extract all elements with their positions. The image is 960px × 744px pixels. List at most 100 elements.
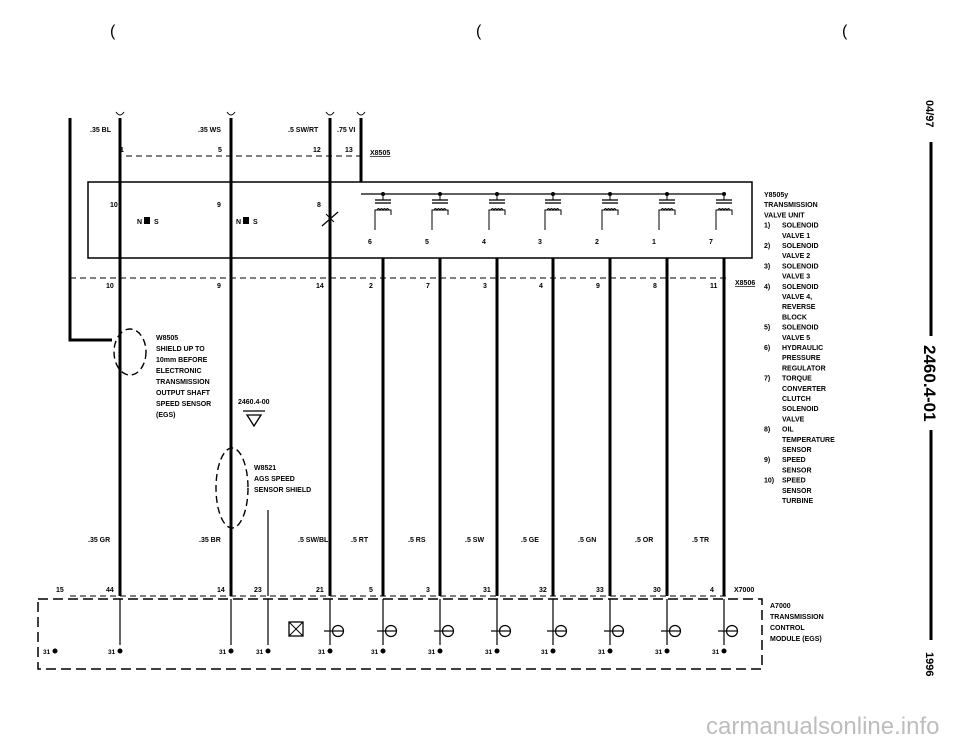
legend-title-line: VALVE UNIT (764, 212, 805, 219)
bottom-pin-label: 30 (653, 587, 661, 594)
bottom-wire-labels: .35 GR.35 BR.5 SW/BL.5 RT.5 RS.5 SW.5 GE… (88, 537, 709, 544)
top-pin-12: 12 (313, 147, 321, 154)
ground-dot (494, 648, 500, 654)
watermark: carmanualsonline.info (706, 713, 939, 740)
wire-break-1 (226, 111, 236, 116)
mid-pin-label: 14 (316, 283, 324, 290)
legend-item-line: HYDRAULIC (782, 345, 823, 352)
ground-pin-label: 31 (318, 649, 326, 656)
solenoid-pin-label: 5 (425, 239, 429, 246)
mid-pin-label: 11 (710, 283, 718, 290)
shield-w8521-label: W8521 AGS SPEED SENSOR SHIELD (254, 465, 311, 494)
connector-x8506: X8506 (735, 280, 755, 287)
legend-item-line: SOLENOID (782, 263, 819, 270)
solenoid-pin-label: 3 (538, 239, 542, 246)
top-pin-5: 5 (218, 147, 222, 154)
ground-dot (265, 648, 271, 654)
solenoid-pin-label: 1 (652, 239, 656, 246)
shield-w8505-symbol (113, 328, 147, 376)
legend-item-number: 7) (764, 376, 770, 383)
mid-pin-label: 8 (653, 283, 657, 290)
output-driver-icon (490, 624, 512, 638)
svg-text:(EGS): (EGS) (156, 412, 175, 419)
page-mark-left: ( (110, 23, 116, 40)
ground-ref-label: 2460.4-00 (238, 399, 270, 406)
bottom-wire-label: .35 GR (88, 537, 110, 544)
legend-item-line: TORQUE (782, 376, 812, 383)
valve-unit-box (87, 181, 753, 259)
solenoid-node-1 (438, 192, 442, 196)
legend-item-number: 5) (764, 325, 770, 332)
legend-item-line: REGULATOR (782, 365, 826, 372)
legend-item-line: SPEED (782, 478, 806, 485)
bottom-pin-label: 14 (217, 587, 225, 594)
ground-pin-label: 31 (43, 649, 51, 656)
legend-item-line: VALVE 1 (782, 233, 810, 240)
ground-pin-label: 31 (655, 649, 663, 656)
ground-dot (380, 648, 386, 654)
side-date: 04/97 (923, 100, 935, 128)
valve-pin-8: 8 (317, 202, 321, 209)
shield-ground-wire (68, 118, 112, 342)
ground-pin-label: 31 (598, 649, 606, 656)
valve-pin-10: 10 (110, 202, 118, 209)
legend-title-line: Y8505y (764, 192, 788, 199)
wire-break-3 (356, 111, 366, 116)
legend-item-number: 9) (764, 457, 770, 464)
output-driver-icon (660, 624, 682, 638)
svg-text:SHIELD UP TO: SHIELD UP TO (156, 346, 205, 353)
ground-dot (607, 648, 613, 654)
legend-item-line: SOLENOID (782, 406, 819, 413)
legend-item-line: SOLENOID (782, 223, 819, 230)
wire-label-75vi: .75 VI (337, 127, 355, 134)
mid-pin-label: 9 (217, 283, 221, 290)
mid-pin-label: 2 (369, 283, 373, 290)
svg-text:TRANSMISSION: TRANSMISSION (156, 379, 210, 386)
connector-x8505: X8505 (370, 150, 390, 157)
ground-pin-label: 31 (712, 649, 720, 656)
solenoid-icon (715, 199, 733, 216)
mid-pin-label: 4 (539, 283, 543, 290)
bottom-wire-label: .5 SW (465, 537, 484, 544)
solenoid-icon (658, 199, 676, 216)
legend-item-number: 4) (764, 284, 770, 291)
mid-pin-label: 7 (426, 283, 430, 290)
bottom-wire-label: .5 TR (692, 537, 709, 544)
ground-pin-label: 31 (541, 649, 549, 656)
shield-ground-connector-icon (288, 621, 304, 637)
svg-text:TRANSMISSION: TRANSMISSION (770, 614, 824, 621)
svg-text:ELECTRONIC: ELECTRONIC (156, 368, 202, 375)
legend-item-line: SOLENOID (782, 284, 819, 291)
side-year: 1996 (923, 652, 935, 676)
solenoid-pin-label: 7 (709, 239, 713, 246)
legend-item-line: VALVE 5 (782, 335, 810, 342)
legend-item-line: CONVERTER (782, 386, 826, 393)
legend-title-line: TRANSMISSION (764, 202, 818, 209)
legend-item-number: 2) (764, 243, 770, 250)
legend-item-number: 10) (764, 478, 774, 485)
solenoid-pin-label: 6 (368, 239, 372, 246)
legend-item-line: SENSOR (782, 467, 812, 474)
legend-item-line: VALVE 4, (782, 294, 812, 301)
wire-group (115, 111, 726, 596)
solenoid-icon (544, 199, 562, 216)
valve-pin-9: 9 (217, 202, 221, 209)
top-pin-13: 13 (345, 147, 353, 154)
solenoid-node-6 (722, 192, 726, 196)
ntc-sensor-2: N S (236, 217, 258, 226)
bottom-pin-label: 31 (483, 587, 491, 594)
solenoid-node-0 (381, 192, 385, 196)
output-driver-icon (603, 624, 625, 638)
solenoid-node-3 (551, 192, 555, 196)
solenoid-node-4 (608, 192, 612, 196)
mid-pin-label: 3 (483, 283, 487, 290)
legend-item-line: PRESSURE (782, 355, 821, 362)
bottom-pin-label: 3 (426, 587, 430, 594)
ground-dot (52, 648, 58, 654)
bottom-pin-label: 32 (539, 587, 547, 594)
ground-pin-label: 31 (485, 649, 493, 656)
